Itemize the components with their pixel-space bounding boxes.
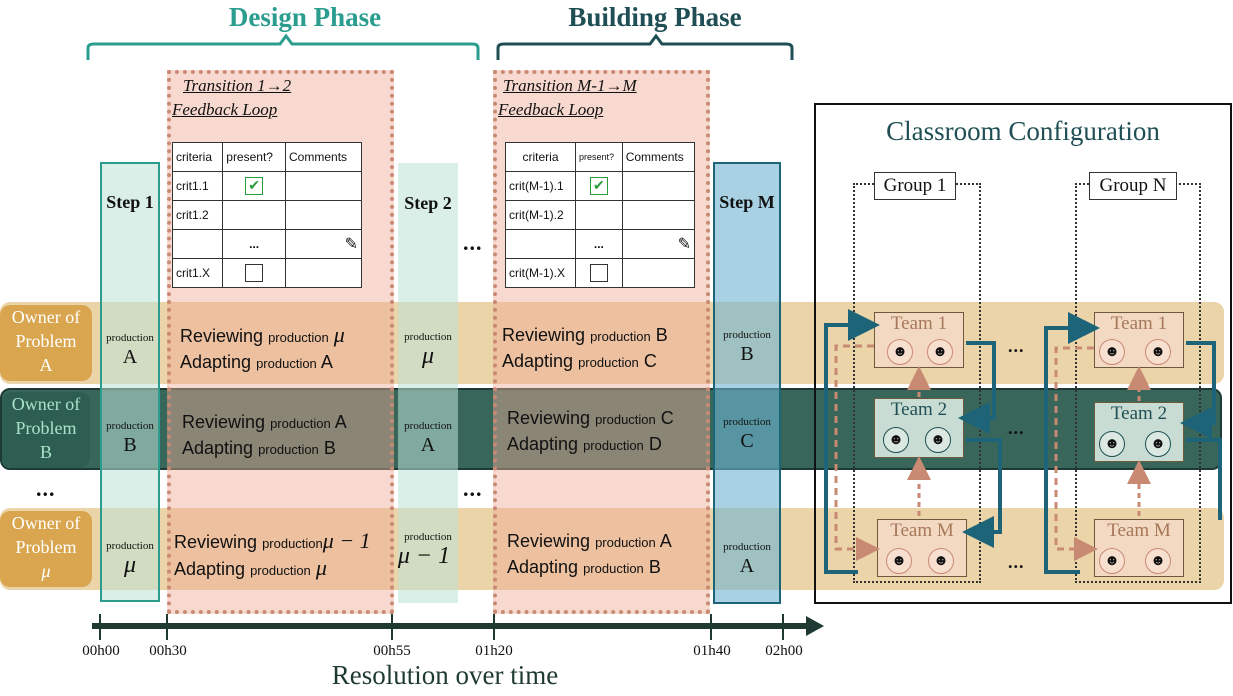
step-m-cell-b: production B — [723, 329, 771, 365]
tick-0000: 00h00 — [82, 643, 120, 659]
step-1-label: Step 1 — [106, 192, 154, 212]
check-icon: ✔ — [245, 177, 264, 195]
student-icon: ☻ — [927, 339, 953, 365]
pen-icon: ✎ — [677, 236, 691, 253]
lane-ellipsis-2: ... — [463, 476, 483, 501]
lane-problem-b — [0, 388, 1222, 470]
lane-problem-a — [0, 302, 1224, 384]
lane-ellipsis: ... — [36, 476, 56, 501]
empty-checkbox-icon — [589, 264, 608, 282]
group-n-team-m: Team M ☻ ☻ — [1094, 519, 1184, 577]
group-n-team-2: Team 2 ☻ ☻ — [1094, 402, 1184, 462]
transition-1-2-title: Transition 1→2 — [183, 76, 292, 95]
student-icon: ☻ — [886, 548, 912, 574]
group-n-label: Group N — [1089, 172, 1177, 200]
step-2-cell-mu: production μ — [404, 331, 452, 369]
tick-0120: 01h20 — [475, 643, 513, 659]
tm-row-a: Reviewing production B Adapting producti… — [502, 325, 668, 371]
design-phase-title: Design Phase — [228, 2, 382, 32]
step-2-cell-mu-1: production μ − 1 — [397, 531, 452, 569]
step-2-label: Step 2 — [404, 193, 452, 213]
criteria-table-m: criteria present? Comments crit(M-1).1 ✔… — [504, 142, 696, 288]
step-m-cell-a: production A — [723, 541, 771, 577]
step-2-column: Step 2 production μ production A product… — [398, 163, 458, 603]
step-ellipsis: ... — [463, 230, 483, 255]
classroom-configuration — [814, 103, 1232, 604]
student-icon: ☻ — [1099, 431, 1125, 457]
step-m-column: Step M production B production C product… — [713, 162, 781, 604]
group-1-team-m: Team M ☻ ☻ — [877, 519, 967, 577]
building-phase-title: Building Phase — [568, 2, 742, 32]
tm-row-b: Reviewing production C Adapting producti… — [507, 408, 674, 454]
classroom-title: Classroom Configuration — [886, 116, 1160, 146]
step-1-cell-b: production B — [106, 420, 154, 456]
timeline-label: Resolution over time — [331, 660, 559, 690]
empty-checkbox-icon — [245, 264, 264, 282]
group-ellipsis-1: ... — [1008, 336, 1025, 356]
t1-row-b: Reviewing production A Adapting producti… — [182, 412, 347, 458]
tick-0140: 01h40 — [693, 643, 731, 659]
step-1-cell-a: production A — [106, 332, 154, 368]
group-ellipsis-2: ... — [1008, 418, 1025, 438]
step-1-column: Step 1 production A production B product… — [100, 162, 160, 602]
student-icon: ☻ — [1099, 339, 1125, 365]
t1-row-mu: Reviewing productionμ − 1 Adapting produ… — [174, 528, 371, 580]
step-1-cell-mu: production μ — [106, 540, 154, 578]
group-1-team-1: Team 1 ☻ ☻ — [874, 312, 964, 368]
student-icon: ☻ — [1145, 339, 1171, 365]
criteria-table-1: criteria present? Comments crit1.1 ✔ cri… — [171, 142, 362, 288]
transition-1-2-subtitle: Feedback Loop — [172, 100, 278, 119]
tick-0200: 02h00 — [765, 643, 803, 659]
tm-row-mu: Reviewing production A Adapting producti… — [507, 531, 672, 577]
step-2-cell-a: production A — [404, 420, 452, 456]
lane-problem-mu — [0, 508, 1224, 590]
transition-m-title: Transition M-1→M — [503, 76, 637, 95]
group-ellipsis-3: ... — [1008, 552, 1025, 572]
tick-0030: 00h30 — [149, 643, 187, 659]
check-icon: ✔ — [589, 177, 608, 195]
student-icon: ☻ — [1145, 548, 1171, 574]
student-icon: ☻ — [883, 427, 909, 453]
step-m-label: Step M — [719, 192, 775, 212]
student-icon: ☻ — [925, 427, 951, 453]
group-n-team-1: Team 1 ☻ ☻ — [1094, 312, 1184, 368]
tick-0055: 00h55 — [373, 643, 411, 659]
group-1-label: Group 1 — [874, 172, 956, 200]
group-1-team-2: Team 2 ☻ ☻ — [874, 398, 964, 458]
transition-m-subtitle: Feedback Loop — [498, 100, 604, 119]
student-icon: ☻ — [928, 548, 954, 574]
student-icon: ☻ — [1145, 431, 1171, 457]
step-m-cell-c: production C — [723, 416, 771, 452]
student-icon: ☻ — [1099, 548, 1125, 574]
pen-icon: ✎ — [344, 236, 358, 253]
t1-row-a: Reviewing production μ Adapting producti… — [180, 322, 345, 373]
student-icon: ☻ — [887, 339, 913, 365]
